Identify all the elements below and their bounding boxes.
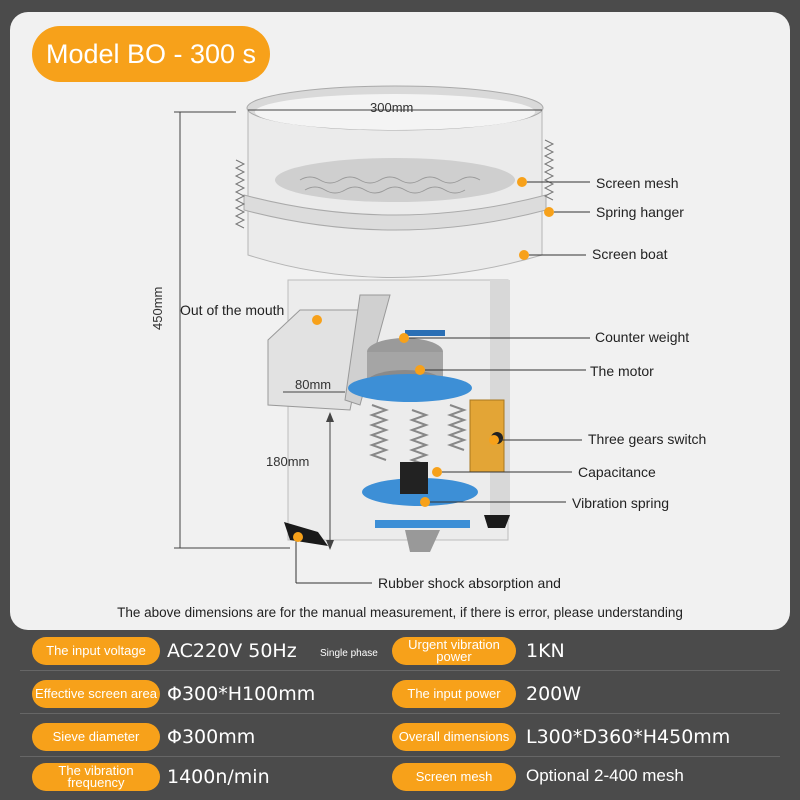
spec-value-screen-area: Φ300*H100mm <box>167 683 316 705</box>
spec-value-input-power: 200W <box>526 683 582 705</box>
spec-value-vibration-power: 1KN <box>526 640 565 662</box>
callout-screen-boat: Screen boat <box>592 246 668 262</box>
spec-label-vibration-power: Urgent vibration power <box>392 637 516 665</box>
spec-divider <box>20 670 780 671</box>
callout-vibration-spring: Vibration spring <box>572 495 670 511</box>
spec-label-input-voltage: The input voltage <box>32 637 160 665</box>
spec-sub-single-phase: Single phase <box>320 648 378 659</box>
dim-lower: 180mm <box>266 454 310 469</box>
spec-label-screen-mesh: Screen mesh <box>392 763 516 791</box>
callout-rubber-shock: Rubber shock absorption and <box>378 575 561 591</box>
spec-value-input-voltage: AC220V 50Hz <box>167 640 297 662</box>
measurement-note: The above dimensions are for the manual … <box>117 605 683 620</box>
spec-value-screen-mesh: Optional 2-400 mesh <box>526 766 684 785</box>
spec-divider <box>20 756 780 757</box>
dim-height: 450mm <box>150 286 165 330</box>
spec-label-screen-area: Effective screen area <box>32 680 160 708</box>
spec-label-overall-dimensions: Overall dimensions <box>392 723 516 751</box>
dim-outlet: 80mm <box>295 377 332 392</box>
spec-value-sieve-diameter: Φ300mm <box>167 726 256 748</box>
model-title: Model BO - 300 s <box>32 26 270 82</box>
callout-out-of-mouth: Out of the mouth <box>180 302 285 318</box>
callout-three-gears-switch: Three gears switch <box>588 431 707 447</box>
callout-capacitance: Capacitance <box>578 464 656 480</box>
spec-value-vibration-frequency: 1400n/min <box>167 766 270 788</box>
sieve-machine-illustration <box>174 85 590 584</box>
dim-top: 300mm <box>370 100 414 115</box>
spec-label-sieve-diameter: Sieve diameter <box>32 723 160 751</box>
callout-screen-mesh: Screen mesh <box>596 175 679 191</box>
spec-divider <box>20 713 780 714</box>
callout-counter-weight: Counter weight <box>595 329 690 345</box>
spec-label-input-power: The input power <box>392 680 516 708</box>
spec-label-vibration-frequency: The vibration frequency <box>32 763 160 791</box>
callout-motor: The motor <box>590 363 654 379</box>
callout-spring-hanger: Spring hanger <box>596 204 684 220</box>
spec-value-overall-dimensions: L300*D360*H450mm <box>526 726 731 748</box>
